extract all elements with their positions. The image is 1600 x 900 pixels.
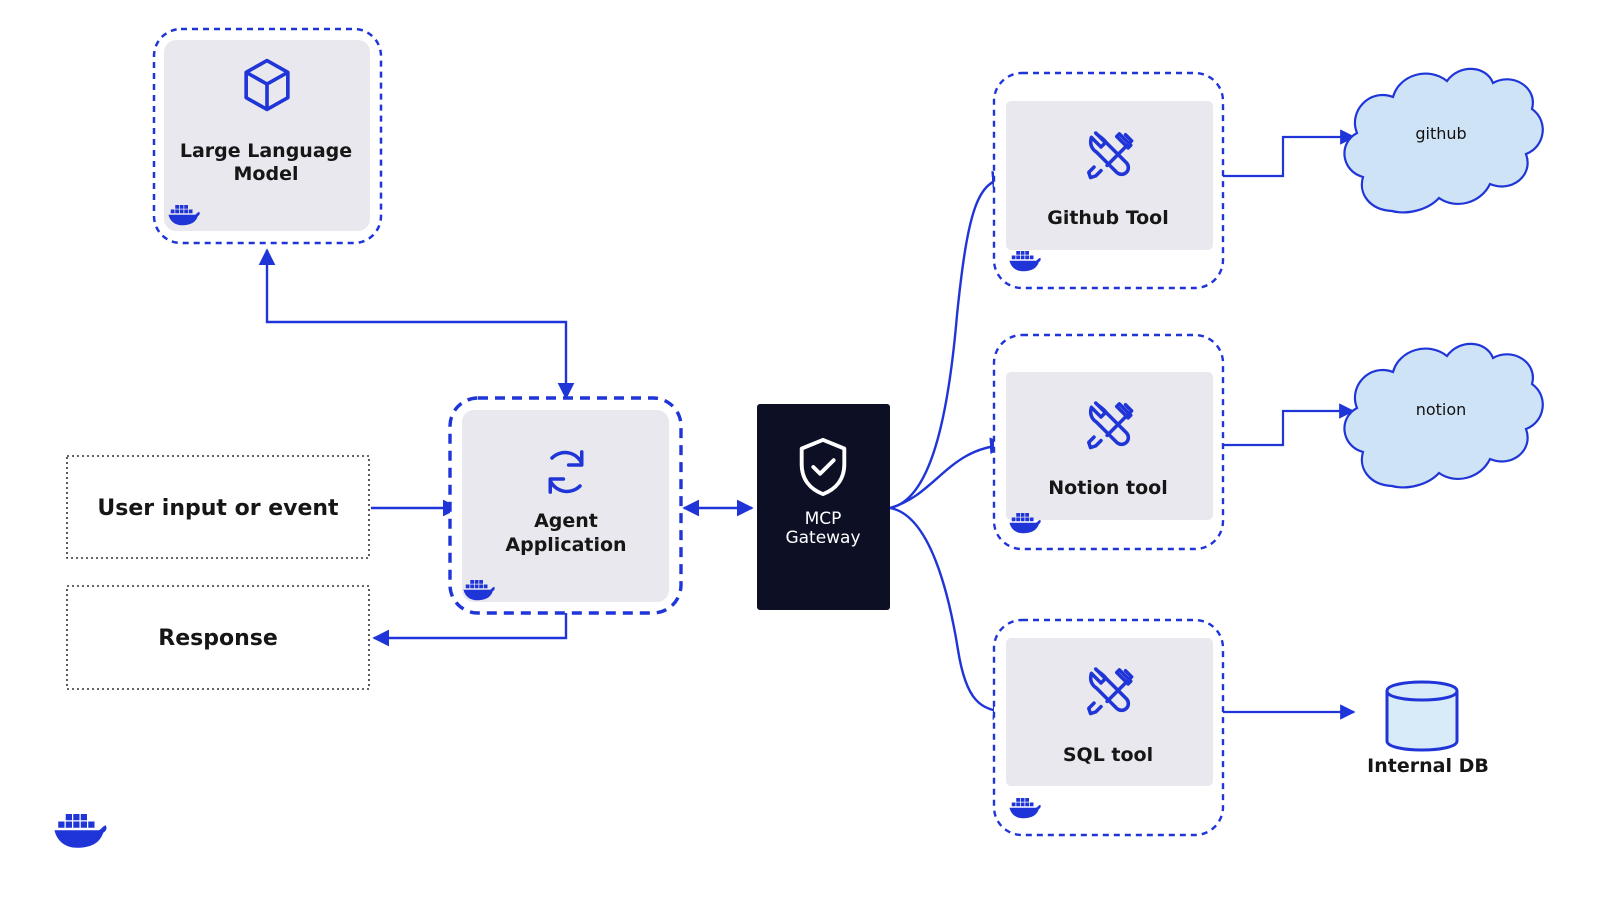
large-language-model-label-line-2: Model (234, 163, 299, 185)
mcp-gateway-label-line-2: Gateway (785, 528, 860, 548)
notion-tool-node: Notion tool (992, 333, 1225, 551)
notion-tool-label: Notion tool (1048, 477, 1167, 499)
notion-service-label: notion (1416, 400, 1467, 419)
notion-tool-service-connector (1213, 403, 1355, 447)
large-language-model-label-line-1: Large Language (180, 140, 352, 162)
user-input-node: User input or event (66, 455, 370, 559)
sql-tool-card (1006, 638, 1213, 786)
mcp-gateway-node: MCP Gateway (757, 404, 890, 610)
gateway-sql-connector (889, 506, 1010, 720)
user-input-box (66, 455, 370, 559)
internal-db-node: Internal DB (1367, 680, 1489, 777)
github-tool-label: Github Tool (1047, 207, 1169, 229)
gateway-github-connector (889, 170, 1009, 510)
github-service-label: github (1415, 124, 1466, 143)
agent-application-node: Agent Application (448, 396, 683, 615)
notion-service-node: notion (1343, 342, 1544, 489)
internal-db-label: Internal DB (1367, 755, 1489, 777)
sql-tool-node: SQL tool (992, 618, 1225, 837)
github-tool-node: Github Tool (992, 71, 1225, 290)
agent-application-label-line-1: Agent (534, 510, 598, 532)
mcp-gateway-label-line-1: MCP (805, 509, 842, 529)
large-language-model-card (164, 40, 370, 231)
mcp-gateway-panel (757, 404, 890, 610)
gateway-notion-connector (889, 437, 1007, 510)
cloud-icon (1343, 342, 1544, 489)
notion-tool-card (1006, 372, 1213, 520)
docker-whale-icon (54, 814, 107, 848)
response-label: Response (158, 626, 278, 651)
agent-application-card (462, 410, 669, 602)
github-tool-service-connector (1213, 129, 1356, 178)
agent-application-label-line-2: Application (505, 534, 626, 556)
github-tool-card (1006, 101, 1213, 250)
large-language-model-node: Large Language Model (152, 27, 383, 245)
cloud-icon (1343, 67, 1544, 214)
llm-agent-connector (258, 248, 575, 400)
response-node: Response (66, 585, 370, 690)
response-box (66, 585, 370, 690)
sql-tool-label: SQL tool (1063, 744, 1153, 766)
user-input-label: User input or event (97, 496, 339, 521)
github-service-node: github (1343, 67, 1544, 214)
database-icon (1385, 680, 1459, 752)
